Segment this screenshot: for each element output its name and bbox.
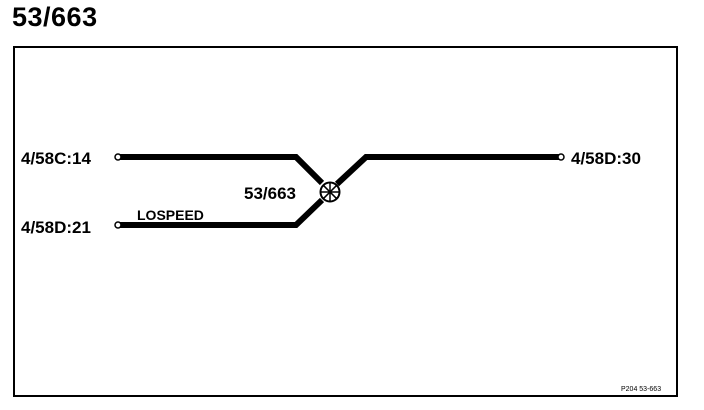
input-bottom-label: 4/58D:21 — [21, 218, 91, 237]
terminal-output — [557, 153, 565, 161]
page-title: 53/663 — [12, 2, 98, 32]
terminal-top-input — [114, 153, 122, 161]
junction-label: 53/663 — [244, 184, 296, 203]
bottom-line-label: LOSPEED — [137, 207, 204, 223]
output-label: 4/58D:30 — [571, 149, 641, 168]
footer-ref: P204 53-663 — [621, 386, 661, 393]
input-top-label: 4/58C:14 — [21, 149, 91, 168]
splice-junction-icon — [319, 181, 341, 203]
diagram-frame — [13, 46, 678, 397]
wire-bottom-input — [118, 197, 325, 228]
wire-top-input — [118, 154, 325, 186]
wire-output — [334, 154, 560, 187]
terminal-bottom-input — [114, 221, 122, 229]
